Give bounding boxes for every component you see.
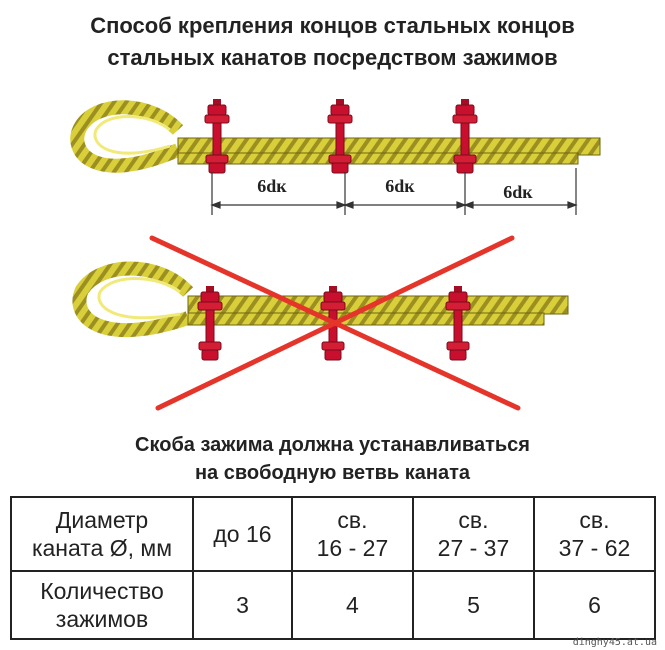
- clamp-top-2: [327, 98, 353, 174]
- table-row-clamp-count: Количество зажимов 3 4 5 6: [10, 570, 657, 640]
- site-watermark: dinghy45.at.ua: [572, 637, 657, 648]
- clamp-top-3: [452, 98, 478, 174]
- diameter-cell-1: до 16: [192, 496, 293, 572]
- installation-note-line-2: на свободную ветвь каната: [194, 462, 471, 484]
- table-header-clamp-count: Количество зажимов: [10, 570, 194, 640]
- incorrect-rope-assembly: [72, 261, 569, 361]
- spacing-label-3: 6dк: [503, 182, 533, 202]
- title-line-2: стальных канатов посредством зажимов: [107, 45, 558, 70]
- rope-thimble-eye-bottom: [72, 261, 194, 338]
- count-cell-3: 5: [411, 570, 535, 640]
- spacing-label-2: 6dк: [385, 176, 415, 196]
- rope-thimble-eye-top: [70, 100, 184, 173]
- count-cell-4: 6: [532, 570, 657, 640]
- table-header-diameter: Диаметр каната Ø, мм: [10, 496, 194, 572]
- rope-tail-bottom: [187, 312, 545, 326]
- clamp-count-table: Диаметр каната Ø, мм до 16 св. 16 - 27 с…: [10, 496, 657, 640]
- wrong-cross-mark: [149, 235, 521, 411]
- installation-note-line-1: Скоба зажима должна устанавливаться: [135, 434, 530, 456]
- clamp-diagram: 6dк 6dк 6dк: [70, 98, 601, 411]
- correct-rope-assembly: [70, 98, 601, 174]
- count-cell-1: 3: [192, 570, 293, 640]
- table-row-diameter: Диаметр каната Ø, мм до 16 св. 16 - 27 с…: [10, 496, 657, 572]
- rope-main-top: [177, 137, 601, 156]
- count-cell-2: 4: [290, 570, 414, 640]
- diameter-cell-4: св. 37 - 62: [532, 496, 657, 572]
- diameter-cell-2: св. 16 - 27: [290, 496, 414, 572]
- spacing-label-1: 6dк: [257, 176, 287, 196]
- spacing-dimensions: [210, 168, 578, 215]
- diameter-cell-3: св. 27 - 37: [411, 496, 535, 572]
- rope-tail-top: [177, 152, 579, 165]
- clamp-top-1: [204, 98, 230, 174]
- title-line-1: Способ крепления концов стальных концов: [90, 13, 575, 38]
